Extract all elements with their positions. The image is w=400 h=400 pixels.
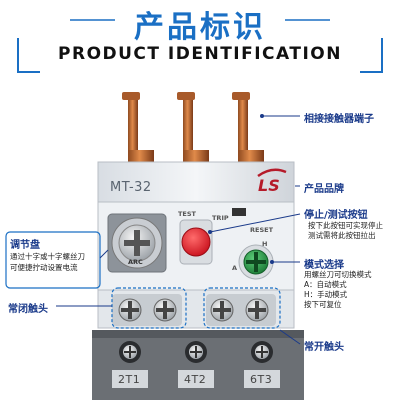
callout-frames bbox=[5, 231, 281, 329]
page-subtitle: PRODUCT IDENTIFICATION bbox=[58, 44, 342, 64]
dial-text: ARC bbox=[128, 258, 143, 266]
copper-terminals bbox=[122, 92, 264, 166]
relay-body bbox=[92, 161, 304, 400]
no-screw-1 bbox=[210, 298, 234, 322]
no-screw-2 bbox=[245, 298, 269, 322]
bottom-terminals bbox=[112, 341, 280, 388]
callout-dial-desc-2: 可便捷拧动设置电流 bbox=[10, 263, 78, 272]
callout-nc-contact: 常闭触头 bbox=[8, 304, 48, 315]
callout-mode-desc-4: 按下可复位 bbox=[304, 300, 342, 309]
mode-a-label: A bbox=[232, 264, 238, 272]
callout-brand: 产品品牌 bbox=[304, 184, 344, 195]
callout-mode-desc-3: H：手动模式 bbox=[304, 290, 348, 299]
model-number: MT-32 bbox=[110, 180, 152, 195]
test-label: TEST bbox=[178, 210, 196, 218]
contact-screws bbox=[112, 294, 276, 326]
callout-mode-desc-1: 用螺丝刀可切换模式 bbox=[304, 270, 372, 279]
reset-mode-button[interactable] bbox=[238, 244, 274, 280]
reset-label: RESET bbox=[250, 226, 274, 234]
callout-stop-test-desc-2: 测试需将此按钮拉出 bbox=[308, 231, 376, 240]
adjusting-dial bbox=[107, 213, 167, 273]
callout-dots bbox=[208, 114, 274, 264]
callout-mode-desc-2: A：自动模式 bbox=[304, 280, 347, 289]
brand-logo bbox=[257, 168, 287, 178]
callout-stop-test-desc-1: 按下此按钮可实现停止 bbox=[308, 221, 383, 230]
trip-indicator bbox=[232, 208, 246, 216]
test-button[interactable] bbox=[179, 219, 213, 265]
page-title: 产品标识 bbox=[134, 10, 266, 45]
terminal-label-2: 4T2 bbox=[184, 373, 207, 386]
trip-label: TRIP bbox=[212, 214, 229, 222]
callout-dial: 调节盘 bbox=[10, 240, 40, 251]
callout-terminal: 相接接触器端子 bbox=[304, 114, 374, 125]
callout-mode: 模式选择 bbox=[304, 260, 344, 271]
header-decoration bbox=[17, 19, 383, 73]
callout-stop-test: 停止/测试按钮 bbox=[304, 210, 368, 221]
terminal-label-3: 6T3 bbox=[250, 373, 273, 386]
callout-dial-desc-1: 通过十字或十字螺丝刀 bbox=[10, 252, 85, 261]
brand-mark-text: LS bbox=[258, 176, 280, 195]
terminal-label-1: 2T1 bbox=[118, 373, 141, 386]
callout-lines bbox=[56, 115, 301, 345]
nc-screw-1 bbox=[118, 298, 142, 322]
mode-h-label: H bbox=[262, 240, 268, 248]
nc-screw-2 bbox=[153, 298, 177, 322]
callout-no-contact: 常开触头 bbox=[304, 342, 344, 353]
